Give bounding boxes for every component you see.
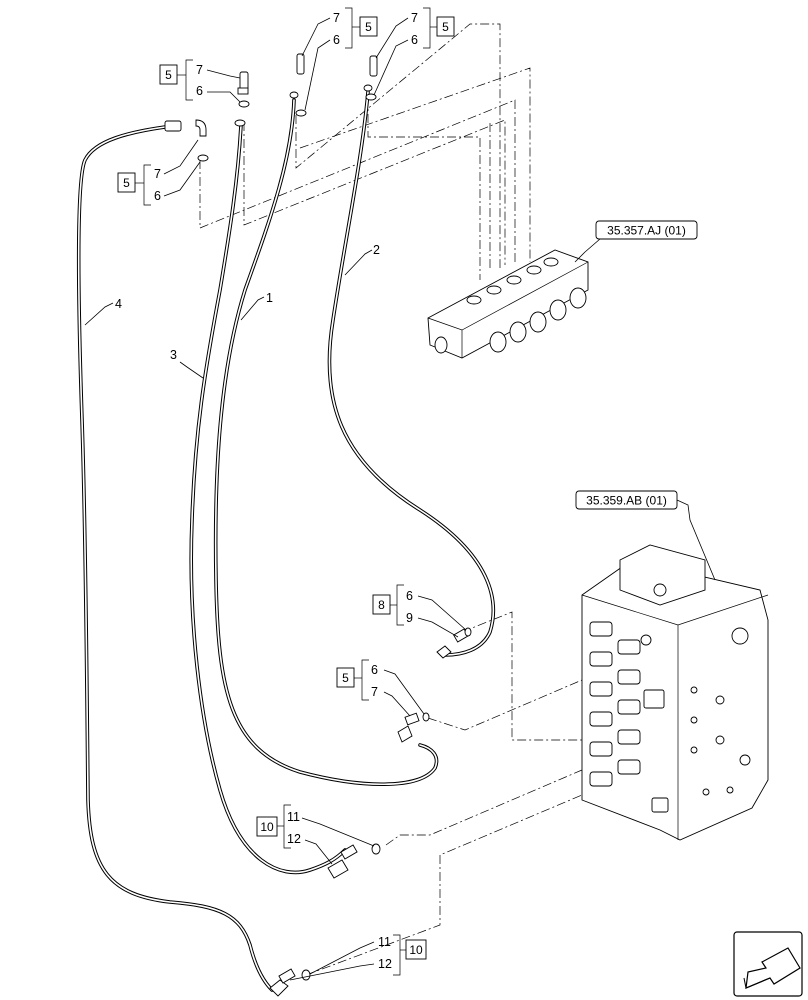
- callout-item: 12: [287, 832, 301, 846]
- callout-box-number: 10: [260, 820, 274, 834]
- callout-group[interactable]: 7 6 5: [301, 7, 378, 111]
- reference-lower[interactable]: 35.359.AB (01): [575, 490, 716, 581]
- callout-item: 7: [371, 685, 378, 699]
- callout-item: 9: [406, 611, 413, 625]
- callout-box-number: 5: [365, 20, 372, 34]
- upper-valve-block: [427, 249, 589, 359]
- callout-item: 7: [196, 63, 203, 77]
- callout-item: 7: [333, 11, 340, 25]
- callout-item: 7: [154, 167, 161, 181]
- hose-number-3: 3: [170, 348, 177, 362]
- lower-valve-block: [581, 544, 769, 841]
- callout-item: 6: [196, 84, 203, 98]
- callout-box-number: 5: [165, 68, 172, 82]
- callout-group[interactable]: 10 11 12: [256, 804, 375, 865]
- reference-upper-label: 35.357.AJ (01): [607, 224, 686, 238]
- callout-box-number: 10: [409, 943, 423, 957]
- port-holes: [640, 583, 751, 796]
- callout-item: 6: [411, 33, 418, 47]
- hose-labels: 1 2 3 4: [84, 243, 380, 379]
- spool-row: [466, 257, 587, 353]
- callout-item: 7: [411, 11, 418, 25]
- callout-group[interactable]: 8 6 9: [372, 584, 467, 638]
- callout-item: 11: [378, 935, 391, 949]
- callout-group[interactable]: 7 6 5: [373, 7, 455, 96]
- hose-number-1: 1: [266, 291, 273, 305]
- callout-item: 6: [371, 663, 378, 677]
- callout-item: 12: [378, 957, 392, 971]
- arrow-back-icon[interactable]: [733, 931, 803, 997]
- callout-box-number: 5: [342, 671, 349, 685]
- hoses: [76, 90, 496, 992]
- callout-item: 11: [287, 810, 300, 824]
- hose-number-2: 2: [373, 243, 380, 257]
- callout-item: 6: [154, 189, 161, 203]
- fittings: [164, 53, 472, 997]
- callout-box-number: 5: [442, 20, 449, 34]
- connection-lines: [199, 23, 583, 976]
- reference-upper[interactable]: 35.357.AJ (01): [574, 220, 698, 263]
- callout-group[interactable]: 11 12 10: [289, 934, 427, 981]
- valve-spools: [589, 621, 669, 813]
- hose-number-4: 4: [115, 297, 122, 311]
- callout-item: 6: [406, 589, 413, 603]
- callout-box-number: 8: [378, 598, 385, 612]
- callout-group[interactable]: 5 6 7: [336, 659, 425, 717]
- callout-item: 6: [333, 33, 340, 47]
- callout-group[interactable]: 5 7 6: [159, 59, 241, 103]
- reference-lower-label: 35.359.AB (01): [586, 494, 667, 508]
- callout-box-number: 5: [123, 176, 130, 190]
- callout-group[interactable]: 5 7 6: [117, 139, 201, 206]
